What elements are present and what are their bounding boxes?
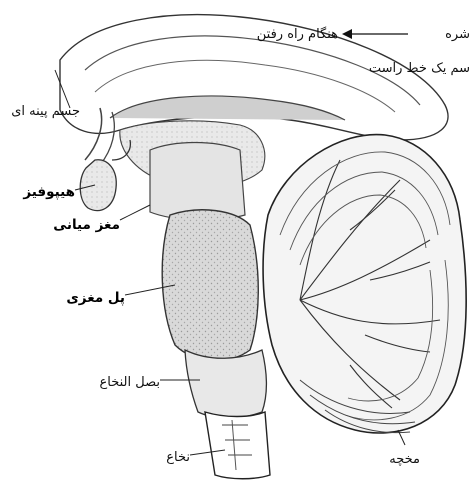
medulla-shape (185, 350, 267, 418)
pons-shape (162, 210, 258, 361)
label-midbrain: مغز میانی (53, 217, 120, 233)
top-text-line1-left: شره (445, 27, 470, 42)
label-pituitary: هیپوفیز (22, 184, 75, 200)
label-spinal-cord: نخاع (166, 450, 190, 465)
cerebellum-shape (263, 135, 466, 433)
label-cerebellum: مخچه (389, 452, 420, 467)
pituitary-shape (80, 140, 130, 211)
arrow-head-icon (342, 29, 352, 39)
top-text-line1-right: هنگام راه رفتن (257, 26, 338, 42)
label-corpus-callosum: جسم پینه ای (11, 104, 80, 119)
spinal-cord-shape (205, 412, 270, 479)
label-medulla: بصل النخاع (100, 375, 160, 390)
midbrain-shape (150, 143, 245, 220)
top-text-line2: سم یک خط راست (369, 61, 470, 76)
label-pons: پل مغزی (66, 290, 125, 306)
